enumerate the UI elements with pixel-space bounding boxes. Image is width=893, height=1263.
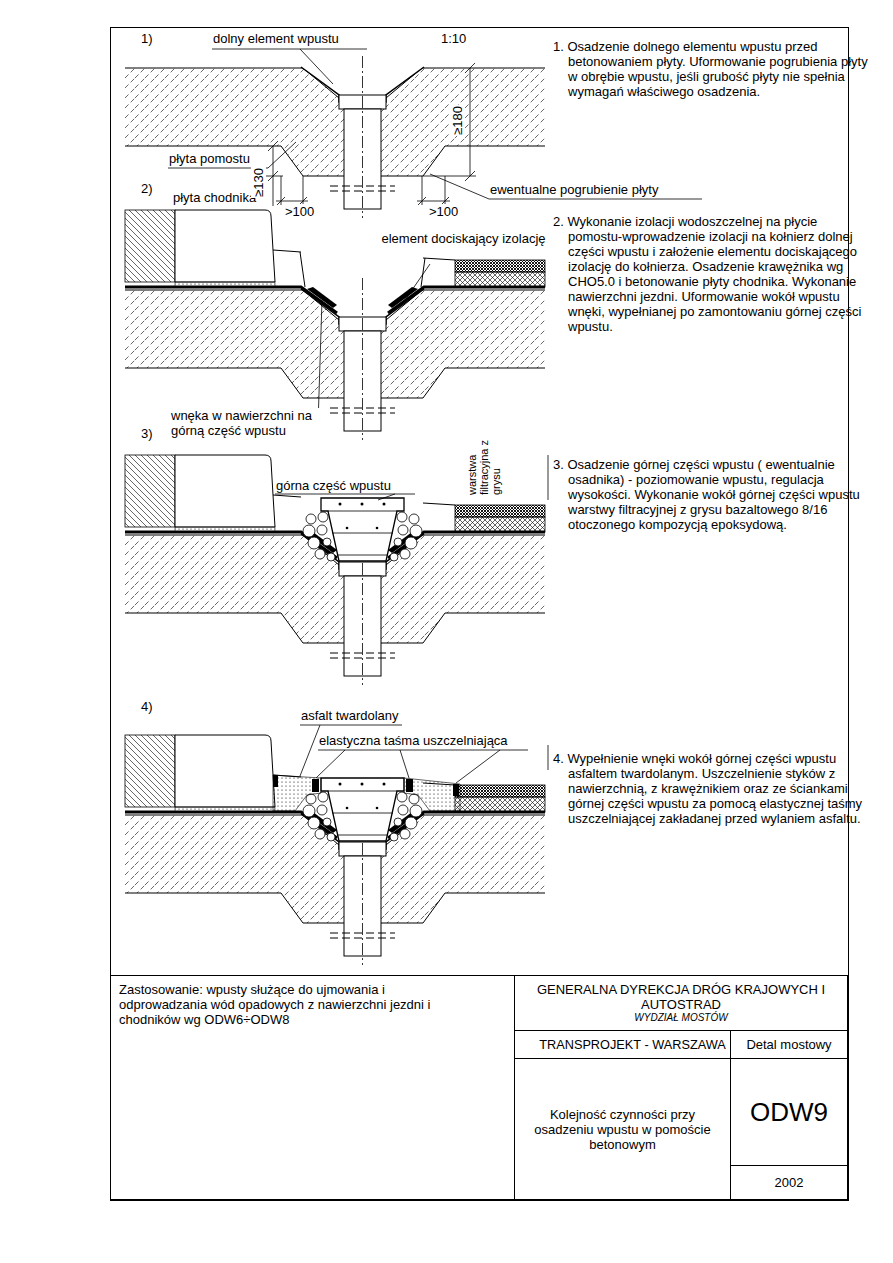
cell-text: Kolejność czynności przy osadzeniu wpust…: [523, 1107, 722, 1152]
section-number: 3): [140, 426, 154, 441]
part-label: wnęka w nawierzchni na górną część wpust…: [170, 408, 324, 438]
year-cell: 2002: [730, 1165, 848, 1200]
part-label: dolny element wpustu: [212, 31, 340, 46]
step-note: 1. Osadzenie dolnego elementu wpustu prz…: [553, 39, 869, 99]
part-label: asfalt twardolany: [300, 708, 400, 723]
dimension-label: ≥130: [250, 167, 265, 198]
dimension-label: >100: [284, 204, 315, 219]
detail-type-cell: Detal mostowy: [730, 1030, 848, 1059]
company-cell: TRANSPROJEKT - WARSZAWA: [514, 1030, 731, 1059]
section-number: 2): [140, 181, 154, 196]
section-number: 4): [140, 699, 154, 714]
dimension-label: >100: [428, 204, 459, 219]
part-label: płyta pomostu: [168, 151, 251, 166]
authority-cell: GENERALNA DYREKCJA DRÓG KRAJOWYCH I AUTO…: [514, 975, 848, 1031]
cell-text: Detal mostowy: [746, 1037, 831, 1052]
drawing-number-cell: ODW9: [730, 1058, 848, 1166]
part-label: płyta chodnika: [172, 190, 257, 205]
part-label: warstwa filtracyjna z grysu: [466, 428, 502, 496]
drawing-title-cell: Kolejność czynności przy osadzeniu wpust…: [514, 1058, 731, 1200]
step-note: 2. Wykonanie izolacji wodoszczelnej na p…: [553, 214, 869, 334]
scale-label: 1:10: [440, 31, 467, 46]
part-label: górna część wpustu: [275, 478, 392, 493]
cell-text: GENERALNA DYREKCJA DRÓG KRAJOWYCH I AUTO…: [531, 982, 831, 1012]
section-number: 1): [140, 31, 154, 46]
application-cell: Zastosowanie: wpusty służące do ujmowani…: [110, 975, 515, 1200]
part-label: ewentualne pogrubienie płyty: [489, 182, 659, 197]
cell-text: Zastosowanie: wpusty służące do ujmowani…: [119, 982, 471, 1027]
step-note: 3. Osadzenie górnej części wpustu ( ewen…: [553, 457, 869, 532]
part-label: elastyczna taśma uszczelniająca: [318, 733, 509, 748]
cell-subtext: WYDZIAŁ MOSTÓW: [634, 1012, 727, 1024]
step-note: 4. Wypełnienie wnęki wokół górnej części…: [553, 751, 869, 826]
cell-text: ODW9: [750, 1097, 828, 1127]
dimension-label: ≥180: [449, 105, 464, 136]
cell-text: 2002: [775, 1175, 804, 1190]
cell-text: TRANSPROJEKT - WARSZAWA: [539, 1037, 726, 1052]
part-label: element dociskający izolację: [380, 231, 547, 246]
